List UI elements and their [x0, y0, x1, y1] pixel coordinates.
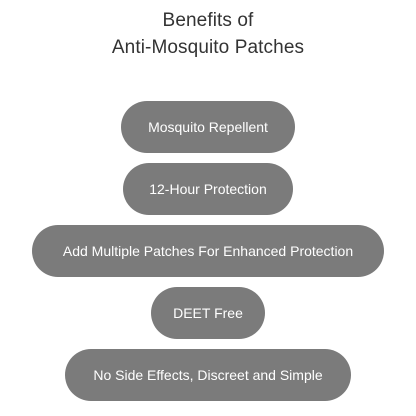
- benefit-pill-12-hour-protection: 12-Hour Protection: [123, 163, 293, 215]
- benefit-pill-no-side-effects: No Side Effects, Discreet and Simple: [65, 349, 351, 401]
- title-line-2: Anti-Mosquito Patches: [111, 37, 305, 58]
- title-line-1: Benefits of: [162, 10, 254, 31]
- benefit-pill-mosquito-repellent: Mosquito Repellent: [121, 101, 295, 153]
- benefit-pill-multiple-patches: Add Multiple Patches For Enhanced Protec…: [32, 225, 384, 277]
- benefit-pill-deet-free: DEET Free: [151, 287, 265, 339]
- diagram-title: Benefits of Anti-Mosquito Patches: [0, 7, 416, 61]
